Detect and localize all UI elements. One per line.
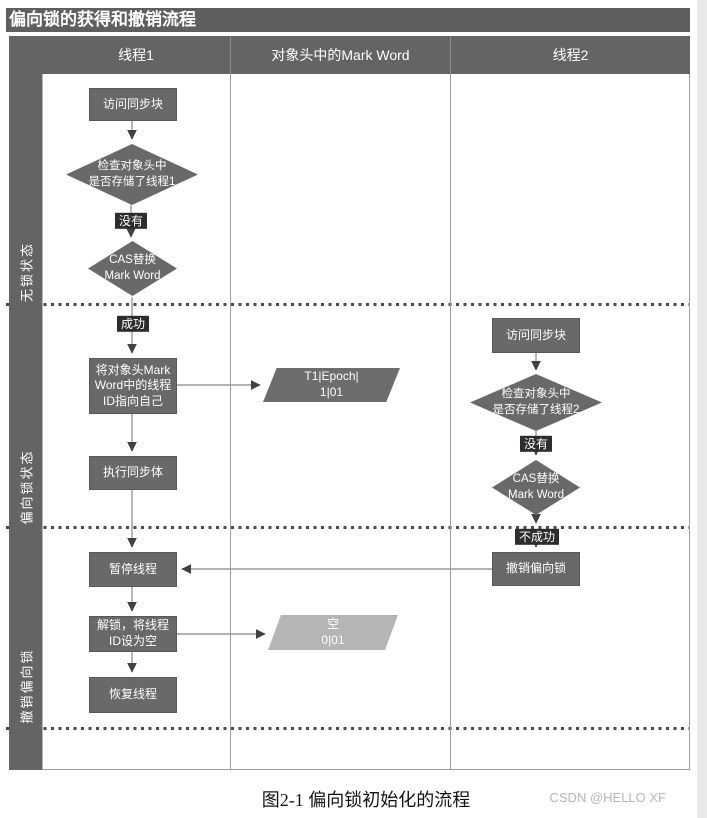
node-markword-empty: 空 0|01	[268, 615, 398, 650]
node-t1-exec-sync-body: 执行同步体	[89, 456, 177, 490]
edge-label-t1-success: 成功	[116, 315, 150, 333]
node-t2-revoke-biased-lock: 撤销偏向锁	[492, 552, 580, 586]
row-label-lock-free: 无锁状态	[19, 241, 35, 303]
edge-label-t1-no: 没有	[114, 212, 148, 230]
section-separator-2	[6, 526, 690, 529]
node-markword-biased: T1|Epoch| 1|01	[263, 368, 400, 402]
watermark-text: CSDN @HELLO XF	[549, 790, 667, 805]
row-label-biased-state: 偏向锁状态	[19, 449, 35, 525]
node-t1-resume-thread: 恢复线程	[89, 677, 177, 713]
node-t2-access-sync: 访问同步块	[492, 318, 580, 353]
lane-header-thread2: 线程2	[450, 36, 690, 74]
page-edge-strip	[697, 0, 707, 818]
diagram-title: 偏向锁的获得和撤销流程	[6, 8, 690, 32]
row-label-rail	[9, 36, 42, 770]
edge-label-t2-no: 没有	[519, 435, 553, 453]
section-separator-1	[6, 303, 690, 306]
figure-caption: 图2-1 偏向锁初始化的流程	[261, 790, 471, 810]
lane-divider-2	[450, 74, 451, 770]
node-t1-unlock-clear-id: 解锁，将线程 ID设为空	[89, 616, 177, 652]
lane-divider-1	[230, 74, 231, 770]
lane-header-thread1: 线程1	[42, 36, 230, 74]
node-t1-pause-thread: 暂停线程	[89, 552, 177, 587]
node-t1-access-sync: 访问同步块	[89, 88, 177, 121]
diagram-frame	[42, 74, 690, 770]
edge-label-t2-fail: 不成功	[514, 528, 560, 546]
node-t1-set-thread-id: 将对象头Mark Word中的线程 ID指向自己	[89, 358, 177, 414]
section-separator-3	[6, 727, 690, 730]
lane-header-markword: 对象头中的Mark Word	[230, 36, 450, 74]
row-label-revoke-biased: 撤销偏向锁	[19, 648, 35, 724]
